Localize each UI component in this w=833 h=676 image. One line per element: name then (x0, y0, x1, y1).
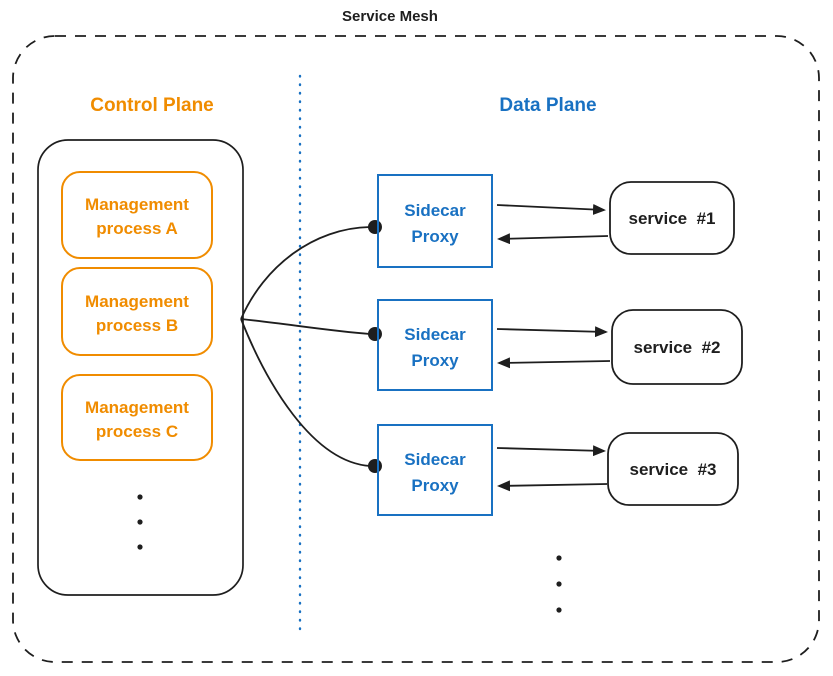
proxy1-connector-dot (368, 220, 382, 234)
service-3-border (607, 432, 739, 506)
service-2-border (611, 309, 743, 385)
management-process-box-c: Management process C (61, 374, 213, 461)
data-plane-label: Data Plane (499, 95, 596, 116)
management-process-c-label-line2: process C (96, 422, 178, 441)
sidecar-proxy-3-label-line2: Proxy (411, 476, 459, 495)
service-2-label: service #2 (634, 338, 721, 357)
management-process-b-label-line2: process B (96, 316, 178, 335)
control-plane-label: Control Plane (90, 95, 214, 116)
service2-to-proxy2-arrow (497, 357, 611, 369)
control-plane-container (37, 139, 244, 596)
sidecar-proxy-2-label-line2: Proxy (411, 351, 459, 370)
sidecar-proxy-box-3: Sidecar Proxy (377, 424, 493, 516)
management-process-b-border (61, 267, 213, 356)
proxy3-connector-dot (368, 459, 382, 473)
sidecar-proxy-3-border (377, 424, 493, 516)
more-services-dots (556, 555, 562, 613)
management-process-box-b: Management process B (61, 267, 213, 356)
sidecar-proxy-1-border (377, 174, 493, 268)
service-box-1: service #1 (609, 181, 735, 255)
management-process-a-label-line2: process A (96, 219, 178, 238)
management-process-b-label-line1: Management (85, 292, 189, 311)
mesh-boundary-border (12, 35, 820, 663)
service-box-3: service #3 (607, 432, 739, 506)
sidecar-proxy-2-border (377, 299, 493, 391)
control-to-proxy1-curve (240, 226, 371, 320)
proxy1-to-service1-arrow (496, 203, 606, 215)
proxy2-to-service2-arrow (496, 326, 608, 338)
sidecar-proxy-2-label-line1: Sidecar (404, 325, 466, 344)
sidecar-proxy-box-2: Sidecar Proxy (377, 299, 493, 391)
management-process-box-a: Management process A (61, 171, 213, 259)
service-3-label: service #3 (630, 460, 717, 479)
management-process-c-label-line1: Management (85, 398, 189, 417)
diagram-title: Service Mesh (342, 8, 438, 25)
more-processes-dots (137, 494, 143, 550)
sidecar-proxy-3-label-line1: Sidecar (404, 450, 466, 469)
sidecar-proxy-1-label-line1: Sidecar (404, 201, 466, 220)
service-1-border (609, 181, 735, 255)
management-process-a-label-line1: Management (85, 195, 189, 214)
management-process-c-border (61, 374, 213, 461)
control-to-proxy3-curve (240, 318, 371, 467)
service-1-label: service #1 (629, 209, 716, 228)
proxy2-connector-dot (368, 327, 382, 341)
management-process-a-border (61, 171, 213, 259)
service3-to-proxy3-arrow (497, 480, 608, 492)
sidecar-proxy-box-1: Sidecar Proxy (377, 174, 493, 268)
sidecar-proxy-1-label-line2: Proxy (411, 227, 459, 246)
service1-to-proxy1-arrow (497, 233, 609, 245)
proxy3-to-service3-arrow (496, 445, 606, 457)
control-to-proxy2-curve (240, 318, 371, 335)
service-box-2: service #2 (611, 309, 743, 385)
